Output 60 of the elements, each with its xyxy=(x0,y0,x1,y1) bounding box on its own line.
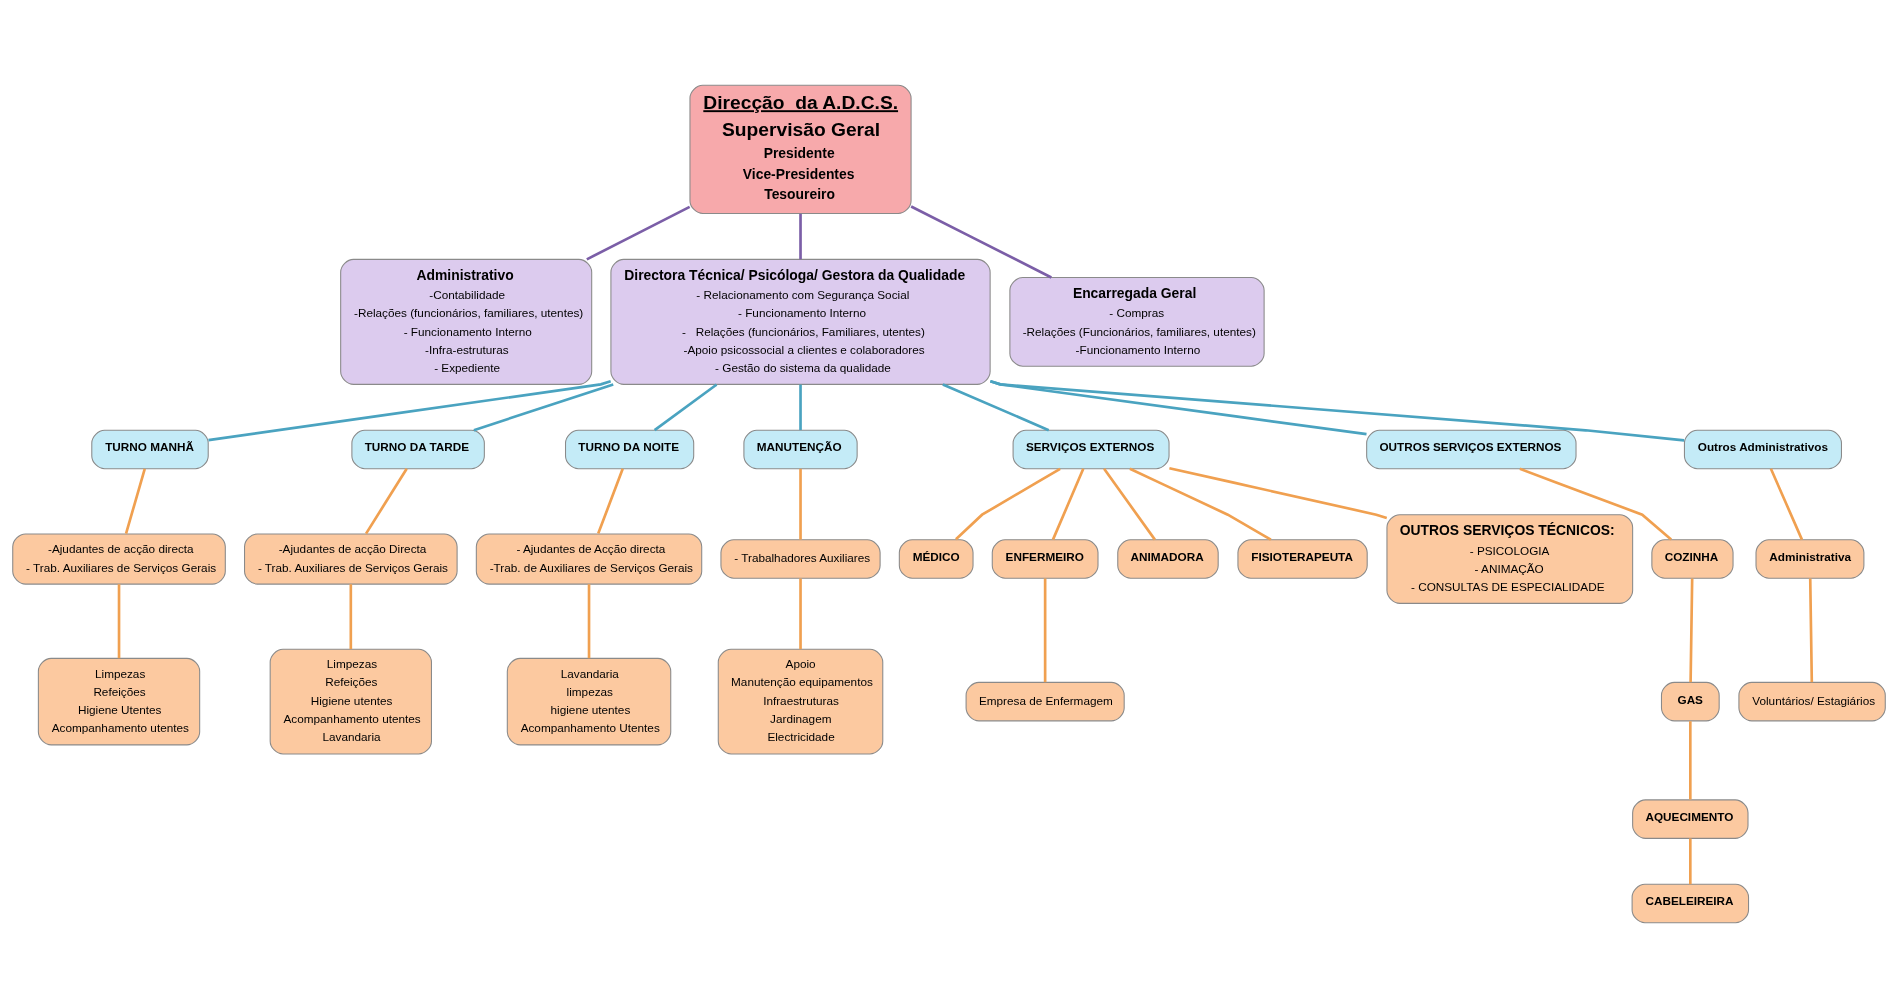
connector xyxy=(208,379,612,441)
node-box: Administrativo -Contabilidade -Relações (funcionários, familiares, utentes) - Funcionamento Interno -Infra-estruturas - Expediente xyxy=(340,258,593,385)
connector xyxy=(1043,577,1047,682)
connector xyxy=(799,468,802,540)
connector xyxy=(586,205,691,261)
connector xyxy=(1689,837,1692,884)
connector xyxy=(1129,467,1272,541)
node-box: Empresa de Enfermagem xyxy=(965,681,1125,721)
connector xyxy=(799,577,802,649)
connector xyxy=(955,467,1061,540)
connector xyxy=(910,204,1052,279)
connector xyxy=(653,383,718,431)
node-box: OUTROS SERVIÇOS TÉCNICOS: - PSICOLOGIA - ANIMAÇÃO - CONSULTAS DE ESPECIALIDADE xyxy=(1386,513,1634,604)
node-box: MÉDICO xyxy=(898,538,974,579)
connector xyxy=(473,382,614,431)
connector xyxy=(597,467,624,534)
connector xyxy=(1519,467,1673,541)
node-box: - Trabalhadores Auxiliares xyxy=(720,538,881,579)
connector xyxy=(799,384,802,430)
node-box: Voluntários/ Estagiários xyxy=(1738,681,1886,721)
node-box: Outros Administrativos xyxy=(1683,429,1842,469)
connector xyxy=(349,583,353,649)
connector xyxy=(124,467,147,534)
connector xyxy=(587,583,591,658)
connector xyxy=(364,467,408,534)
node-box: OUTROS SERVIÇOS EXTERNOS xyxy=(1366,429,1577,469)
node-box: Directora Técnica/ Psicóloga/ Gestora da Qualidade - Relacionamento com Segurança Social - Funcionamento Interno - Relações (funcionários, Familiares, utentes) -Apoio psicossocial a clientes e colaboradores - Gestão do sistema da qualidade xyxy=(610,258,991,385)
connector xyxy=(1169,466,1388,519)
node-box: ANIMADORA xyxy=(1117,538,1219,579)
connector xyxy=(117,583,121,658)
node-box: TURNO DA NOITE xyxy=(565,429,695,469)
node-box: Encarregada Geral - Compras -Relações (Funcionários, familiares, utentes) -Funcionamento Interno xyxy=(1009,276,1265,367)
node-box: AQUECIMENTO xyxy=(1632,798,1749,839)
node-box: COZINHA xyxy=(1651,538,1734,579)
node-box: ENFERMEIRO xyxy=(991,538,1099,579)
node-box: GAS xyxy=(1660,681,1720,721)
node-box: FISIOTERAPEUTA xyxy=(1237,538,1368,579)
connector xyxy=(799,213,802,259)
node-box: CABELEIREIRA xyxy=(1631,883,1750,923)
node-box: Lavandaria limpezas higiene utentes Acompanhamento Utentes xyxy=(506,657,672,745)
node-box: TURNO MANHÃ xyxy=(91,429,209,469)
connector xyxy=(942,382,1050,431)
node-box: Limpezas Refeições Higiene utentes Acompanhamento utentes Lavandaria xyxy=(269,648,432,754)
node-box: MANUTENÇÃO xyxy=(743,429,858,469)
node-box: Limpezas Refeições Higiene Utentes Acompanhamento utentes xyxy=(37,657,201,745)
node-box: -Ajudantes de acção directa - Trab. Auxiliares de Serviços Gerais xyxy=(12,532,226,585)
node-box: SERVIÇOS EXTERNOS xyxy=(1012,429,1170,469)
connector xyxy=(1103,467,1156,540)
node-box: Apoio Manutenção equipamentos Infraestruturas Jardinagem Electricidade xyxy=(717,648,884,754)
connector xyxy=(1769,467,1804,540)
node-box: - Ajudantes de Acção directa -Trab. de Auxiliares de Serviços Gerais xyxy=(475,532,703,585)
connector xyxy=(1689,720,1692,800)
connector xyxy=(1808,577,1814,682)
node-box: -Ajudantes de acção Directa - Trab. Auxiliares de Serviços Gerais xyxy=(244,532,458,585)
connector xyxy=(1051,467,1085,540)
connector xyxy=(1689,577,1694,682)
node-box: Administrativa xyxy=(1755,538,1865,579)
node-box: Direcção da A.D.C.S. Supervisão Geral Presidente Vice-Presidentes Tesoureiro xyxy=(689,84,912,214)
connector xyxy=(989,379,1685,442)
node-box: TURNO DA TARDE xyxy=(351,429,485,469)
